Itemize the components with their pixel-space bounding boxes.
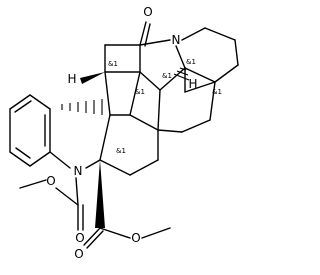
atom-h-left: H xyxy=(67,72,76,86)
atom-o-ketone: O xyxy=(143,5,152,19)
atom-o-carbonyl-left: O xyxy=(75,231,84,245)
carbamate-group xyxy=(19,177,84,231)
atom-o-ester-right: O xyxy=(131,231,140,245)
atom-h-right: H xyxy=(188,77,197,91)
molecule-structure: O N N H H O O O O &1 &1 &1 &1 &1 &1 xyxy=(9,5,239,261)
atom-n-bottom: N xyxy=(74,164,83,178)
atom-o-carbonyl-right: O xyxy=(74,247,83,261)
stereo-label: &1 xyxy=(108,60,118,68)
core-skeleton xyxy=(49,21,239,176)
stereo-label: &1 xyxy=(135,88,145,96)
stereo-bonds xyxy=(61,67,190,228)
benzene-ring xyxy=(9,94,51,167)
stereo-label: &1 xyxy=(162,72,172,80)
ester-group xyxy=(83,227,171,249)
stereo-label: &1 xyxy=(116,147,126,155)
stereo-label: &1 xyxy=(212,88,222,96)
atom-n-top: N xyxy=(172,33,181,47)
atom-o-ester-left: O xyxy=(46,174,55,188)
stereo-label: &1 xyxy=(186,58,196,66)
